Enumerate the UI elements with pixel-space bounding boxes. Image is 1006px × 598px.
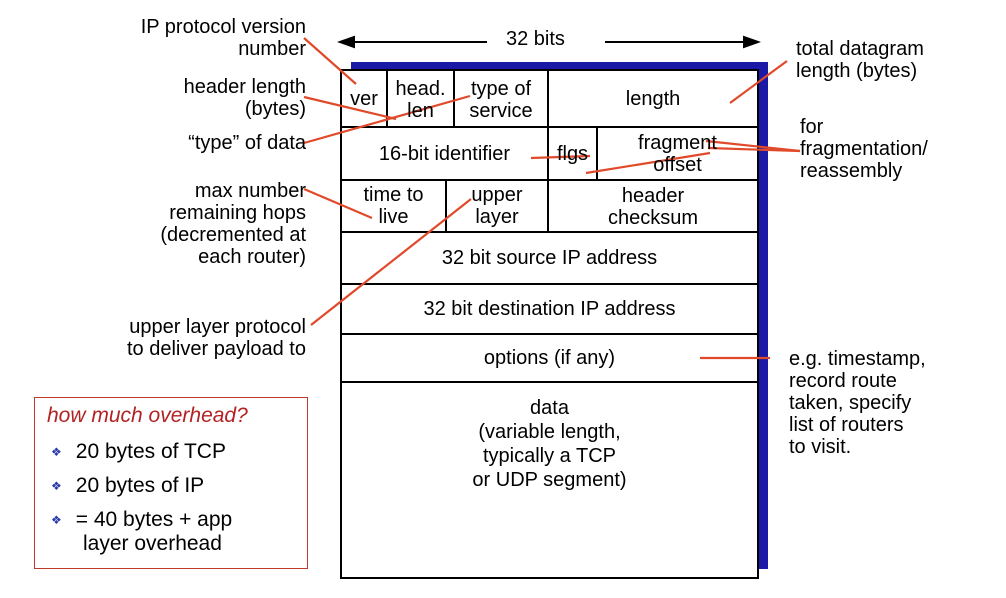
annotation-max-hops: max number remaining hops (decremented a… (160, 180, 306, 268)
annotation-options-note: e.g. timestamp, record route taken, spec… (789, 348, 926, 458)
annotation-upper-protocol-line1: upper layer protocol (129, 316, 306, 338)
field-tos-line1: type of (470, 77, 532, 100)
overhead-bullet-3-continued: layer overhead (83, 532, 222, 555)
annotation-options-line1: e.g. timestamp, (789, 348, 926, 370)
annotation-upper-protocol-line2: to deliver payload to (126, 338, 306, 360)
field-header-length-line1: head. (395, 77, 446, 100)
annotation-max-hops-line4: each router) (198, 246, 306, 268)
field-flags: flgs (556, 142, 589, 165)
field-version: ver (350, 87, 378, 110)
overhead-bullet-3: ❖ = 40 bytes + app (51, 508, 232, 534)
width-arrows (337, 35, 761, 49)
field-ttl-line1: time to (363, 184, 424, 206)
annotation-options-line4: list of routers (789, 414, 904, 436)
annotation-total-length-line2: length (bytes) (796, 60, 918, 82)
header-row-lines (341, 126, 758, 383)
overhead-box: how much overhead? ❖ 20 bytes of TCP ❖ 20 … (34, 397, 308, 569)
header-table-border (340, 69, 759, 579)
annotation-header-length-line1: header length (183, 76, 306, 98)
field-options: options (if any) (483, 347, 616, 369)
annotation-options-line5: to visit. (789, 436, 852, 458)
field-data-line1: data (530, 397, 569, 419)
annotation-ip-version-line1: IP protocol version (140, 16, 306, 38)
annotation-upper-protocol: upper layer protocol to deliver payload … (127, 316, 306, 360)
field-data-line4: or UDP segment) (472, 469, 627, 491)
annotation-total-length-line1: total datagram (796, 38, 924, 60)
annotation-header-length: header length (bytes) (184, 76, 306, 120)
annotation-ip-version-line2: number (238, 38, 306, 60)
field-time-to-live: time to live (341, 180, 446, 232)
field-tos-line2: service (469, 99, 533, 122)
field-header-length: head. len (387, 72, 454, 127)
field-fragment-line1: fragment (638, 132, 717, 154)
field-header-checksum: header checksum (548, 181, 758, 232)
annotation-fragmentation-line3: reassembly (800, 160, 903, 182)
overhead-bullet-2: ❖ 20 bytes of IP (51, 474, 204, 500)
annotation-max-hops-line1: max number (194, 180, 306, 202)
width-label: 32 bits (506, 28, 565, 50)
annotation-lines (303, 37, 801, 360)
field-header-length-line2: len (407, 99, 434, 122)
overhead-bullet-2-text: 20 bytes of IP (75, 474, 205, 497)
annotation-ip-version: IP protocol version number (141, 16, 306, 60)
annotation-fragmentation: for fragmentation/ reassembly (800, 116, 928, 182)
field-source-address: 32 bit source IP address (441, 247, 658, 269)
field-checksum-line2: checksum (607, 206, 699, 229)
field-data-line2: (variable length, (478, 421, 621, 443)
annotation-options-line3: taken, specify (789, 392, 912, 414)
annotation-max-hops-line2: remaining hops (169, 202, 306, 224)
annotation-max-hops-line3: (decremented at (160, 224, 306, 246)
field-data-line3: typically a TCP (482, 445, 616, 467)
field-destination-address: 32 bit destination IP address (423, 298, 676, 320)
overhead-bullet-1: ❖ 20 bytes of TCP (51, 440, 226, 466)
annotation-fragmentation-line2: fragmentation/ (800, 138, 928, 160)
overhead-bullet-3-text: = 40 bytes + app (75, 508, 233, 531)
bullet-diamond-icon: ❖ (51, 445, 62, 459)
field-upper-line2: layer (475, 206, 519, 228)
field-data: data (variable length, typically a TCP o… (341, 396, 758, 492)
annotation-options-line2: record route (789, 370, 897, 392)
field-checksum-line1: header (621, 184, 685, 207)
annotation-header-length-line2: (bytes) (244, 98, 306, 120)
annotation-total-length: total datagram length (bytes) (796, 38, 924, 82)
annotation-type-of-data: “type” of data (188, 132, 306, 154)
annotation-fragmentation-line1: for (800, 116, 824, 138)
field-upper-line1: upper (471, 184, 523, 206)
bullet-diamond-icon: ❖ (51, 479, 62, 493)
field-type-of-service: type of service (454, 72, 548, 127)
field-upper-layer: upper layer (446, 180, 548, 232)
bullet-diamond-icon: ❖ (51, 513, 62, 527)
overhead-bullet-1-text: 20 bytes of TCP (75, 440, 226, 463)
field-fragment-offset: fragment offset (597, 128, 758, 180)
field-identifier: 16-bit identifier (378, 142, 511, 165)
field-fragment-line2: offset (653, 154, 702, 176)
field-ttl-line2: live (378, 206, 409, 228)
overhead-title: how much overhead? (47, 404, 248, 427)
field-length: length (625, 87, 681, 110)
